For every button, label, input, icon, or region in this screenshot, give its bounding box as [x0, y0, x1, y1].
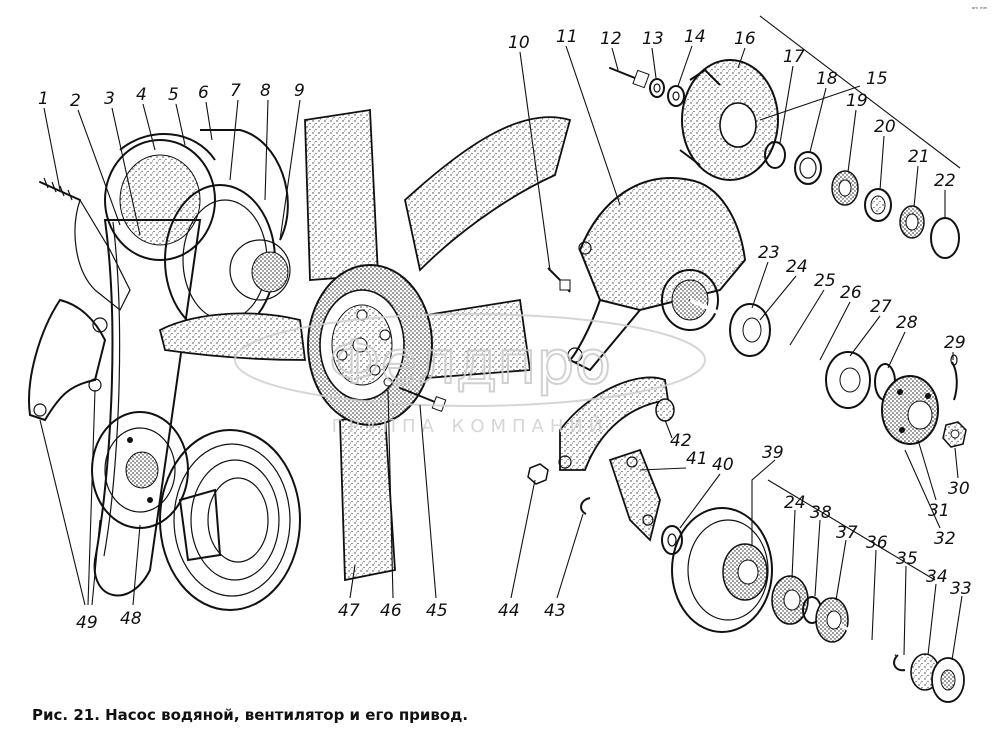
leader-lines	[39, 15, 963, 661]
part-label-44: 44	[498, 601, 520, 621]
bearing-24-lower	[771, 575, 809, 625]
fitting-part-10	[547, 267, 571, 293]
part-label-11: 11	[556, 27, 578, 47]
part-label-46: 46	[380, 601, 402, 621]
watermark: Фелдпро ГРУППА КОМПАНИЙ	[234, 313, 706, 437]
part-label-42: 42	[670, 431, 692, 451]
water-pump-pulley	[164, 184, 291, 336]
part-label-33: 33	[950, 579, 972, 599]
corner-mark: ᵃᵐ ᵐᵐ	[972, 6, 988, 13]
part-label-35: 35	[896, 549, 918, 569]
part-label-8: 8	[260, 81, 271, 101]
part-label-31: 31	[928, 501, 950, 521]
pump-shaft-26	[689, 298, 871, 382]
axle-36	[839, 623, 896, 657]
crankshaft-pulley	[159, 429, 301, 611]
seal-20	[864, 188, 892, 222]
hub-31	[881, 375, 939, 445]
cotter-pin-29	[950, 354, 958, 401]
part-label-49: 49	[76, 613, 98, 633]
part-label-19: 19	[846, 91, 868, 111]
spring-18	[794, 151, 822, 185]
washer-13	[649, 78, 665, 98]
snap-ring-22	[930, 217, 960, 259]
generator-housing	[104, 133, 216, 261]
bolt-12	[609, 67, 650, 89]
part-label-7: 7	[230, 81, 241, 101]
part-label-30: 30	[948, 479, 970, 499]
figure-caption: Рис. 21. Насос водяной, вентилятор и его…	[32, 706, 469, 724]
part-label-32: 32	[934, 529, 956, 549]
part-labels: 1 2 3 4 5 6 7 8 9 10 11 12 13 14 15 16 1…	[38, 27, 972, 633]
part-label-24b: 24	[784, 493, 806, 513]
nut-44	[527, 463, 549, 485]
part-label-1: 1	[38, 89, 49, 109]
watermark-logo-text: Фелдпро	[329, 328, 611, 398]
bearing-24-upper	[729, 303, 771, 357]
washer-14	[667, 85, 685, 107]
nut-42	[655, 398, 675, 422]
pulley-39	[671, 507, 773, 633]
bearing-27	[825, 351, 871, 409]
clip-43	[580, 497, 591, 515]
part-label-25: 25	[814, 271, 836, 291]
part-label-12: 12	[600, 29, 622, 49]
part-label-48: 48	[120, 609, 142, 629]
bearing-37	[815, 597, 849, 643]
part-label-26: 26	[840, 283, 862, 303]
nut-30	[942, 421, 967, 448]
part-label-37: 37	[836, 523, 858, 543]
part-label-43: 43	[544, 601, 566, 621]
washer-40	[661, 525, 683, 555]
part-label-28: 28	[896, 313, 918, 333]
part-label-18: 18	[816, 69, 838, 89]
part-label-39: 39	[762, 443, 784, 463]
part-label-13: 13	[642, 29, 664, 49]
water-pump-housing	[567, 177, 747, 372]
seal-19	[831, 170, 859, 206]
part-label-6: 6	[198, 83, 209, 103]
part-label-23: 23	[758, 243, 780, 263]
part-label-47: 47	[338, 601, 360, 621]
bracket-left	[28, 198, 131, 422]
part-label-36: 36	[866, 533, 888, 553]
watermark-subtitle: ГРУППА КОМПАНИЙ	[332, 415, 609, 437]
part-label-9: 9	[294, 81, 305, 101]
part-label-41: 41	[686, 449, 708, 469]
part-label-24a: 24	[786, 257, 808, 277]
stud-part-1	[39, 177, 81, 201]
part-label-2: 2	[70, 91, 81, 111]
part-label-14: 14	[684, 27, 706, 47]
part-label-17: 17	[783, 47, 805, 67]
spring-17	[764, 141, 786, 169]
part-label-21: 21	[908, 147, 930, 167]
part-label-16: 16	[734, 29, 756, 49]
washer-21	[899, 205, 925, 239]
part-label-45: 45	[426, 601, 448, 621]
pump-impeller-cover-16	[679, 59, 779, 181]
part-label-5: 5	[168, 85, 179, 105]
part-label-10: 10	[508, 33, 530, 53]
fan-assembly	[158, 108, 572, 582]
part-label-15: 15	[866, 69, 888, 89]
part-label-27: 27	[870, 297, 892, 317]
part-label-20: 20	[874, 117, 896, 137]
cap-33	[931, 657, 965, 703]
part-label-4: 4	[136, 85, 147, 105]
part-label-29: 29	[944, 333, 966, 353]
ring-35	[893, 654, 906, 672]
part-label-22: 22	[934, 171, 956, 191]
part-label-3: 3	[104, 89, 115, 109]
part-label-40: 40	[712, 455, 734, 475]
part-label-38: 38	[810, 503, 832, 523]
part-label-34: 34	[926, 567, 948, 587]
